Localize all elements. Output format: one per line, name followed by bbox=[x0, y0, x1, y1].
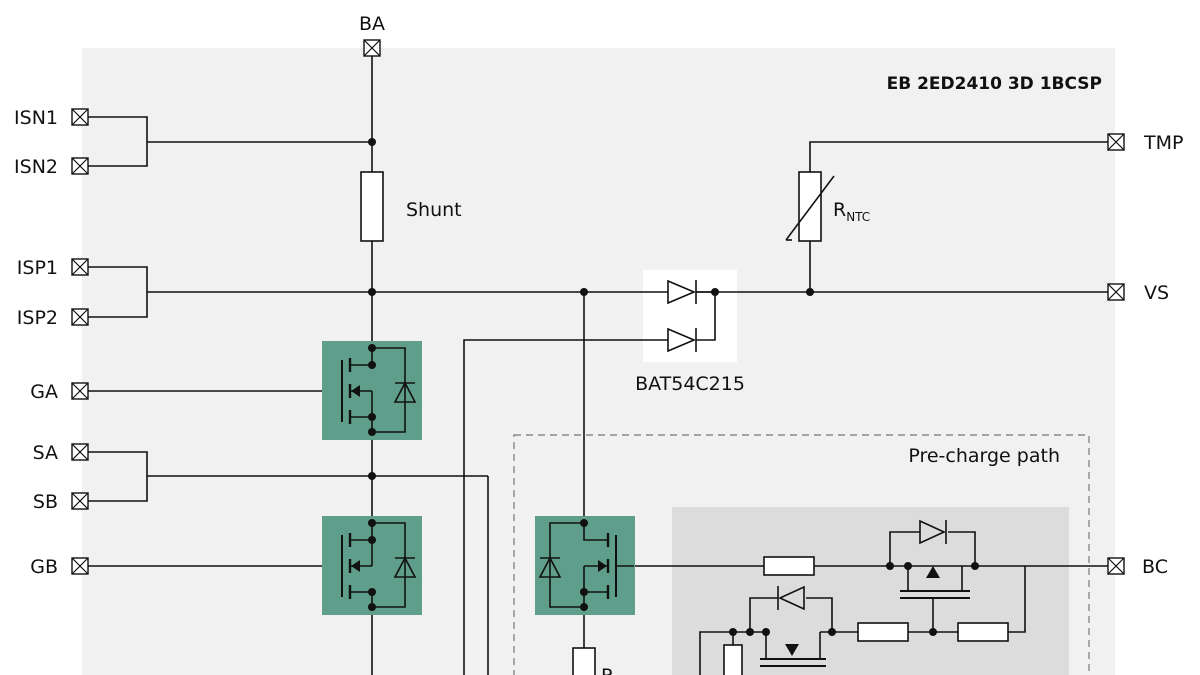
precharge-path-box bbox=[513, 434, 1090, 675]
label-ba: BA bbox=[359, 13, 385, 35]
mosfet-precharge bbox=[535, 516, 635, 615]
precharge-fet-arrow-1 bbox=[926, 566, 940, 578]
pin-ba bbox=[363, 39, 381, 57]
label-precharge: Pre-charge path bbox=[908, 445, 1060, 467]
label-isn2: ISN2 bbox=[14, 156, 58, 178]
precharge-diode-upper bbox=[919, 519, 947, 545]
label-isp1: ISP1 bbox=[17, 257, 58, 279]
bat54-diode-bottom bbox=[667, 327, 697, 353]
pin-ga bbox=[71, 382, 89, 400]
mosfet-b bbox=[322, 516, 422, 615]
label-ntc: RNTC bbox=[833, 199, 870, 224]
label-tmp: TMP bbox=[1143, 132, 1183, 154]
label-ga: GA bbox=[30, 381, 58, 403]
pin-vs bbox=[1107, 283, 1125, 301]
precharge-sense-resistor bbox=[572, 647, 596, 675]
precharge-resistor-4 bbox=[723, 644, 743, 675]
pin-gb bbox=[71, 557, 89, 575]
ntc-thermistor bbox=[798, 171, 822, 242]
label-cut-resistor: R bbox=[601, 665, 614, 675]
label-gb: GB bbox=[30, 556, 58, 578]
pin-tmp bbox=[1107, 133, 1125, 151]
pin-sb bbox=[71, 492, 89, 510]
pin-isn2 bbox=[71, 157, 89, 175]
pin-isn1 bbox=[71, 108, 89, 126]
bat54-diode-top bbox=[667, 279, 697, 305]
mosfet-a bbox=[322, 341, 422, 440]
label-ntc-subscript: NTC bbox=[846, 210, 870, 224]
precharge-fet-arrow-2 bbox=[785, 644, 799, 656]
label-ntc-main: R bbox=[833, 199, 846, 221]
wiring bbox=[88, 56, 1108, 675]
label-bc: BC bbox=[1142, 556, 1168, 578]
shunt-resistor bbox=[360, 171, 384, 242]
pin-sa bbox=[71, 443, 89, 461]
precharge-diode-lower bbox=[777, 585, 805, 611]
precharge-resistor-2 bbox=[857, 622, 909, 642]
label-isp2: ISP2 bbox=[17, 307, 58, 329]
label-sb: SB bbox=[33, 491, 58, 513]
label-shunt: Shunt bbox=[406, 199, 462, 221]
label-diode: BAT54C215 bbox=[635, 373, 745, 395]
label-sa: SA bbox=[33, 442, 58, 464]
dual-diode-package bbox=[643, 270, 737, 362]
label-isn1: ISN1 bbox=[14, 107, 58, 129]
ntc-thermistor-slash bbox=[785, 175, 835, 241]
precharge-resistor-1 bbox=[763, 556, 815, 576]
junction-dots bbox=[368, 138, 979, 636]
board-title: EB 2ED2410 3D 1BCSP bbox=[887, 74, 1102, 94]
pin-bc bbox=[1107, 557, 1125, 575]
pin-isp2 bbox=[71, 308, 89, 326]
label-vs: VS bbox=[1144, 282, 1169, 304]
precharge-resistor-3 bbox=[957, 622, 1009, 642]
pin-isp1 bbox=[71, 258, 89, 276]
